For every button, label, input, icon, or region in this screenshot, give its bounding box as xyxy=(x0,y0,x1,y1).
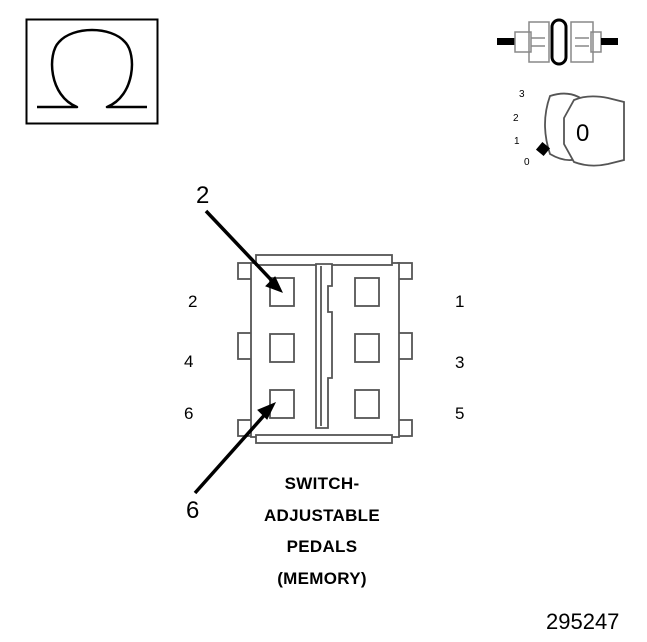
ignition-key-icon xyxy=(535,92,625,167)
ignition-position-0: 0 xyxy=(524,157,530,168)
pin-cavity-4 xyxy=(269,333,295,363)
ohm-icon xyxy=(25,18,159,125)
pin-cavity-5 xyxy=(354,389,380,419)
callout-arrow-pin-6 xyxy=(193,409,270,495)
pin-label-5: 5 xyxy=(455,404,465,423)
callout-label-6: 6 xyxy=(186,497,200,524)
pin-label-6: 6 xyxy=(184,404,194,423)
ignition-position-3: 3 xyxy=(519,89,525,100)
caption-line-1: SWITCH- xyxy=(284,474,360,493)
connector-face xyxy=(237,254,413,444)
callout-label-2: 2 xyxy=(196,182,210,209)
ignition-position-2: 2 xyxy=(513,113,519,124)
caption-line-4: (MEMORY) xyxy=(277,568,367,588)
caption-line-3: PEDALS xyxy=(286,537,358,556)
connector-caption: SWITCH- ADJUSTABLE PEDALS (MEMORY) xyxy=(222,468,422,594)
callout-arrow-pin-2 xyxy=(204,209,278,287)
ignition-position-1: 1 xyxy=(514,136,520,147)
caption-line-2: ADJUSTABLE xyxy=(263,505,381,525)
ignition-key-glyph: 0 xyxy=(576,120,590,147)
pin-cavity-6 xyxy=(269,389,295,419)
pin-label-4: 4 xyxy=(184,352,194,371)
disconnected-connector-icon xyxy=(497,18,618,66)
pin-cavity-1 xyxy=(354,277,380,307)
figure-number: 295247 xyxy=(546,609,620,634)
pin-label-1: 1 xyxy=(455,292,465,311)
pin-cavity-3 xyxy=(354,333,380,363)
pin-label-3: 3 xyxy=(455,353,465,372)
pin-label-2: 2 xyxy=(188,292,198,311)
